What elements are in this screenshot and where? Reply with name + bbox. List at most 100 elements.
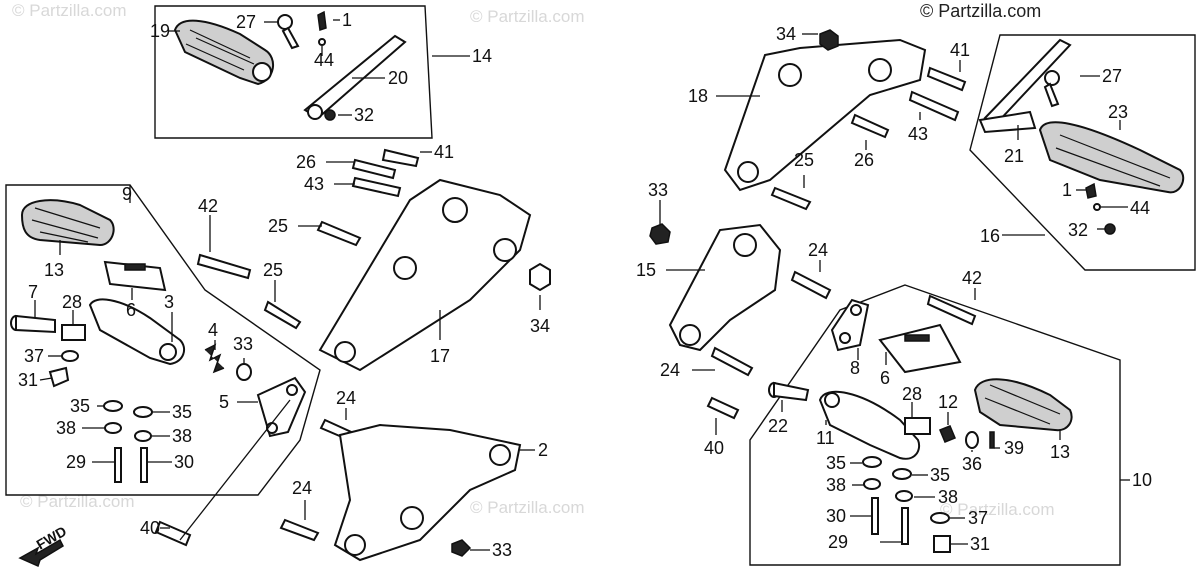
bolt-24-left-b <box>279 518 320 542</box>
spring-1-right <box>1085 182 1097 199</box>
washer-37-left <box>61 350 79 362</box>
callout-29-right: 29 <box>828 532 848 552</box>
callout-2: 2 <box>538 440 548 460</box>
washer-37-right <box>930 512 950 524</box>
callout-42-left: 42 <box>198 196 218 216</box>
callout-18: 18 <box>688 86 708 106</box>
callout-10: 10 <box>1132 470 1152 490</box>
callout-14: 14 <box>472 46 492 66</box>
bolt-43-right <box>908 90 960 122</box>
callout-15: 15 <box>636 260 656 280</box>
callout-35-right-a: 35 <box>826 453 846 473</box>
fwd-arrow: FWD <box>18 523 69 568</box>
bolt-27-left <box>277 14 300 50</box>
bracket-5 <box>256 376 307 438</box>
callout-44-right: 44 <box>1130 198 1150 218</box>
callout-29-left: 29 <box>66 452 86 472</box>
callout-40-left: 40 <box>140 518 160 538</box>
group-box-10 <box>749 284 1121 566</box>
nut-33-left-bottom <box>451 539 472 557</box>
pin-7 <box>10 314 56 334</box>
callout-40-right: 40 <box>704 438 724 458</box>
callout-25-left-b: 25 <box>268 216 288 236</box>
bolt-24-right-b <box>710 346 754 377</box>
front-footpeg-rubber-13-right <box>973 378 1073 432</box>
callout-34-right: 34 <box>776 24 796 44</box>
bolt-27-right <box>1043 70 1060 108</box>
bolt-30-left <box>140 447 148 483</box>
callout-12: 12 <box>938 392 958 412</box>
bolt-25-right <box>770 186 812 211</box>
spring-4 <box>204 343 225 374</box>
bolt-26-left <box>351 158 397 180</box>
nut-33-right <box>649 223 671 245</box>
callout-24-left-a: 24 <box>336 388 356 408</box>
callout-4: 4 <box>208 320 218 340</box>
pin-39 <box>989 431 995 449</box>
callout-41-left: 41 <box>434 142 454 162</box>
callout-21: 21 <box>1004 146 1024 166</box>
bolt-25-left-a <box>263 300 302 330</box>
callout-1-left: 1 <box>342 10 352 30</box>
bolt-30-right <box>871 497 879 535</box>
bolt-29-right <box>901 507 909 545</box>
watermark-top-center: © Partzilla.com <box>470 7 585 26</box>
bolt-29-left <box>114 447 122 483</box>
callout-19: 19 <box>150 21 170 41</box>
group-box-14 <box>154 5 433 139</box>
callout-8: 8 <box>850 358 860 378</box>
callout-24-right-a: 24 <box>808 240 828 260</box>
callout-27-right: 27 <box>1102 66 1122 86</box>
callout-24-left-b: 24 <box>292 478 312 498</box>
watermark-bottom-left: © Partzilla.com <box>20 492 135 511</box>
bolt-24-right-a <box>790 270 832 300</box>
washer-35b-left <box>133 406 153 418</box>
callout-35-right-b: 35 <box>930 465 950 485</box>
callout-28-right: 28 <box>902 384 922 404</box>
step-holder-2 <box>333 423 522 562</box>
callout-33-right: 33 <box>648 180 668 200</box>
callout-26-left: 26 <box>296 152 316 172</box>
callout-9: 9 <box>122 184 132 204</box>
callout-31-right: 31 <box>970 534 990 554</box>
bolt-42-right <box>926 294 977 326</box>
callout-labels: 27 1 19 14 44 20 32 41 26 43 25 42 25 17… <box>18 10 1152 560</box>
bolt-41-left <box>381 148 420 168</box>
rear-peg-plate-18 <box>723 38 927 192</box>
step-holder-15 <box>668 223 782 352</box>
callout-23: 23 <box>1108 102 1128 122</box>
front-footpeg-rubber-13-left <box>20 199 115 247</box>
callout-44-left: 44 <box>314 50 334 70</box>
bolt-31-left <box>48 366 70 388</box>
callout-6-left: 6 <box>126 300 136 320</box>
callout-36: 36 <box>962 454 982 474</box>
collar-28-right <box>904 417 931 435</box>
washer-38a-right <box>863 478 881 490</box>
washer-38b-left <box>134 430 152 442</box>
nut-33-left <box>236 363 252 381</box>
callout-20: 20 <box>388 68 408 88</box>
washer-38b-right <box>895 490 913 502</box>
washer-36 <box>965 431 979 449</box>
rear-footpeg-23 <box>1038 121 1185 194</box>
callout-22: 22 <box>768 416 788 436</box>
rear-peg-plate-17 <box>318 178 532 372</box>
callout-35-left-a: 35 <box>70 396 90 416</box>
watermark-top-left: © Partzilla.com <box>12 1 127 20</box>
callout-25-right: 25 <box>794 150 814 170</box>
callout-35-left-b: 35 <box>172 402 192 422</box>
footpeg-bracket-3 <box>88 298 186 366</box>
callout-30-right: 30 <box>826 506 846 526</box>
nut-32-left <box>324 109 336 121</box>
callout-42-right: 42 <box>962 268 982 288</box>
spring-1-left <box>317 10 327 31</box>
callout-13-right: 13 <box>1050 442 1070 462</box>
washer-35a-right <box>862 456 882 468</box>
ball-44-left <box>318 38 326 46</box>
bracket-8 <box>830 298 870 352</box>
callout-11: 11 <box>816 428 835 448</box>
bolt-26-right <box>850 113 890 139</box>
callout-34-left: 34 <box>530 316 550 336</box>
callout-5: 5 <box>219 392 229 412</box>
plate-6-left <box>103 260 167 292</box>
